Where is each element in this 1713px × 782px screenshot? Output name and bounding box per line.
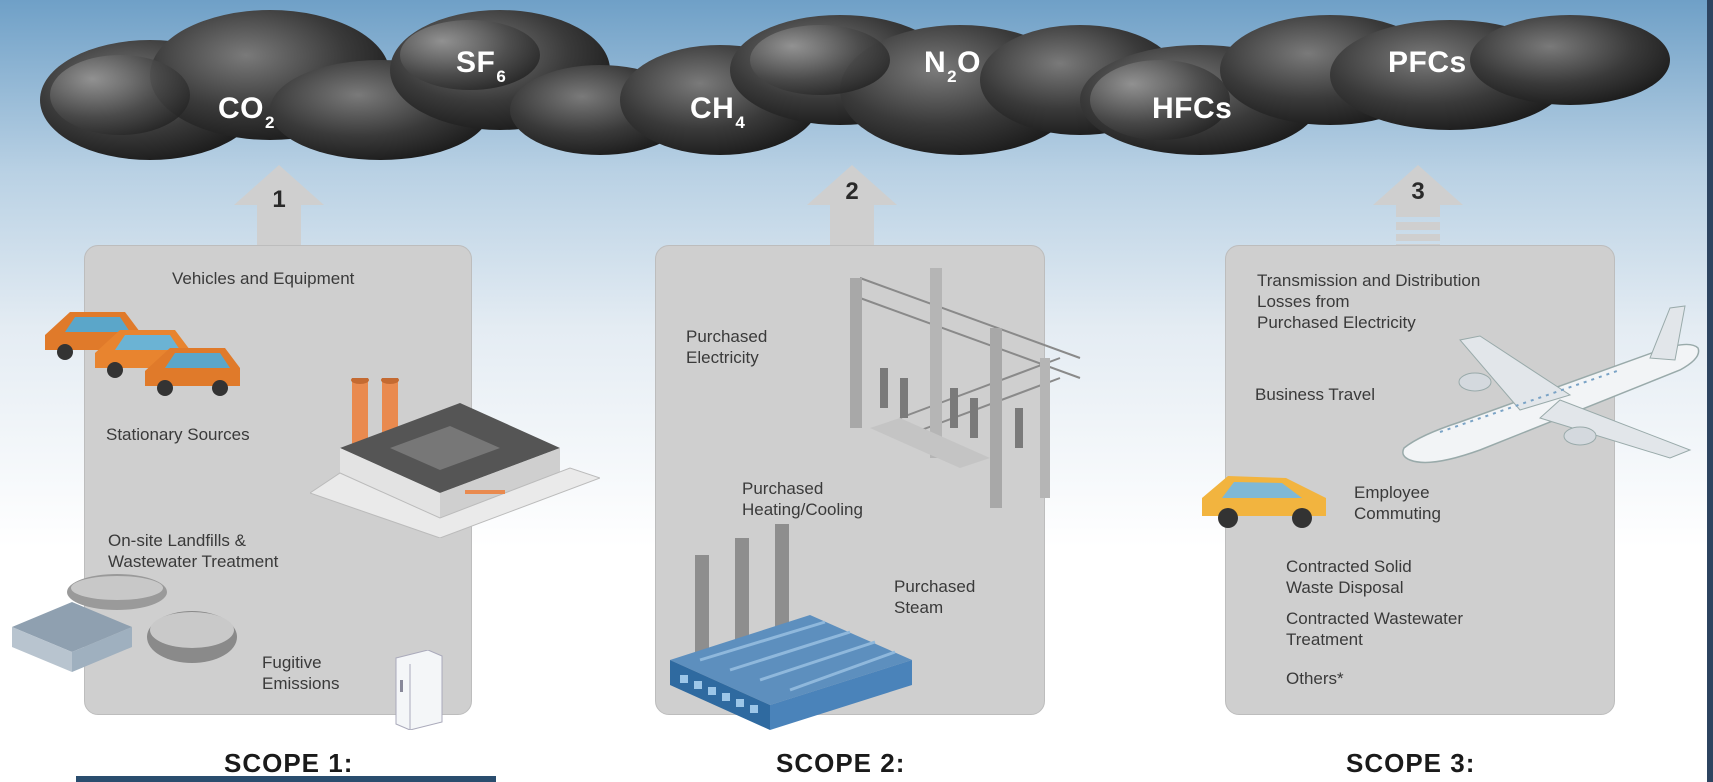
tanks-icon <box>12 574 237 672</box>
gas-label-hfcs: HFCs <box>1152 92 1233 125</box>
cloud-banner <box>40 10 1670 160</box>
cars-icon <box>45 312 240 396</box>
scope2-title: SCOPE 2: <box>776 748 906 778</box>
scope3-others-label: Others* <box>1286 669 1344 688</box>
arrow-up-icon <box>234 165 324 250</box>
gas-label-pfcs: PFCs <box>1388 46 1467 79</box>
scope2-heating-label: Purchased Heating/Cooling <box>742 479 863 519</box>
scope3-commuting-label: Employee Commuting <box>1354 483 1441 523</box>
scope3-panel <box>1225 245 1615 715</box>
scope1-title: SCOPE 1: <box>224 748 354 778</box>
refrigerator-icon <box>395 650 443 730</box>
scope1-number: 1 <box>272 186 286 213</box>
scope1-landfills-label: On-site Landfills & Wastewater Treatment <box>108 531 279 571</box>
right-edge-strip <box>1707 0 1713 782</box>
bottom-accent-bar <box>76 776 496 782</box>
gas-label-n2o: N2O <box>924 46 981 86</box>
scope2-electricity-label: Purchased Electricity <box>686 327 768 367</box>
scope3-title: SCOPE 3: <box>1346 748 1476 778</box>
scope1-stationary-label: Stationary Sources <box>106 425 250 444</box>
scope1-fugitive-label: Fugitive Emissions <box>262 653 340 693</box>
scope3-solid-waste-label: Contracted Solid Waste Disposal <box>1286 557 1412 597</box>
scope3-travel-label: Business Travel <box>1255 385 1375 404</box>
building-icon <box>310 378 600 538</box>
factory-icon <box>670 524 912 730</box>
airplane-icon <box>1402 305 1700 464</box>
scope3-wastewater-label: Contracted Wastewater Treatment <box>1286 609 1463 649</box>
scope2-number: 2 <box>845 178 859 205</box>
scope3-transmission-label: Transmission and Distribution Losses fro… <box>1257 271 1481 332</box>
arrow-up-icon <box>807 165 897 250</box>
power-substation-icon <box>850 268 1081 508</box>
scope1-vehicles-label: Vehicles and Equipment <box>172 269 355 288</box>
scope2-steam-label: Purchased Steam <box>894 577 976 617</box>
car-icon <box>1202 476 1326 528</box>
gas-label-sf6: SF6 <box>456 46 507 86</box>
gas-label-co2: CO2 <box>218 92 275 132</box>
scope3-number: 3 <box>1411 178 1425 205</box>
gas-label-ch4: CH4 <box>690 92 746 132</box>
